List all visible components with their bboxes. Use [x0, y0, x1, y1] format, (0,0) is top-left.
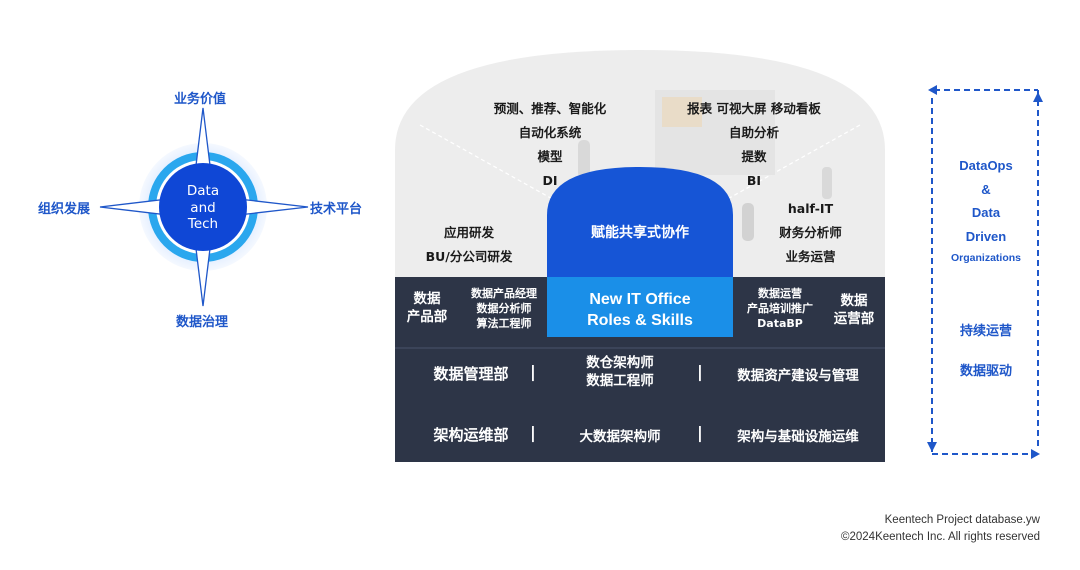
center-box-text: New IT Office Roles & Skills: [587, 291, 693, 329]
right-panel-drive: 数据驱动: [959, 364, 1012, 379]
compass-label-right: 技术平台: [310, 202, 363, 217]
dashed-cycle-frame: [927, 85, 1043, 459]
row1-right-dept: 数据 运营部: [833, 293, 875, 327]
row2-scope: 数据资产建设与管理: [737, 368, 859, 384]
bg-screen-inner: [662, 97, 702, 127]
dome-right-low: half-IT 财务分析师 业务运营: [779, 201, 842, 264]
row2-separator-left: |: [530, 362, 536, 381]
row2-separator-right: |: [697, 362, 703, 381]
footer-line-2: ©2024Keentech Inc. All rights reserved: [841, 531, 1040, 543]
bg-person-right: [742, 203, 754, 241]
compass-label-bottom: 数据治理: [176, 315, 229, 330]
bg-person-far: [822, 167, 832, 199]
compass-graphic: [99, 107, 309, 307]
dome-left-col: 预测、推荐、智能化 自动化系统 模型 DI: [493, 101, 607, 188]
footer-line-1: Keentech Project database.yw: [884, 514, 1040, 526]
compass-label-left: 组织发展: [38, 202, 91, 217]
row3-dept: 架构运维部: [433, 426, 509, 444]
compass-core: [159, 163, 247, 251]
center-box-bg: [547, 277, 733, 337]
right-panel-ops: 持续运营: [959, 324, 1012, 339]
row2-roles: 数仓架构师 数据工程师: [586, 355, 654, 389]
bg-person-left: [578, 140, 590, 178]
row1-left-roles: 数据产品经理 数据分析师 算法工程师: [471, 287, 537, 330]
row3-scope: 架构与基础设施运维: [737, 429, 859, 445]
arrow-top-right-icon: [1033, 92, 1043, 102]
row2-dept: 数据管理部: [433, 365, 509, 383]
dome-right-col: 报表 可视大屏 移动看板 自助分析 提数 BI: [687, 101, 821, 188]
row1-right-roles: 数据运营 产品培训推广 DataBP: [747, 287, 813, 330]
row2-divider: [395, 347, 885, 349]
dome-left-low: 应用研发 BU/分公司研发: [425, 225, 513, 264]
arrow-bottom-left-icon: [927, 442, 937, 452]
arrow-bottom-right-icon: [1031, 449, 1040, 459]
dome-structure: [395, 50, 885, 462]
right-panel-title: DataOps & Data Driven Organizations: [950, 158, 1021, 264]
compass-label-top: 业务价值: [174, 92, 227, 107]
compass-center-label: Data and Tech: [186, 183, 220, 232]
arrow-top-left-icon: [928, 85, 937, 95]
row3-roles: 大数据架构师: [579, 429, 661, 445]
row3-separator-left: |: [530, 423, 536, 442]
arch-label: 赋能共享式协作: [591, 225, 689, 241]
footer: Keentech Project database.yw ©2024Keente…: [740, 512, 1040, 546]
arch-shape: [547, 167, 733, 277]
row3-separator-right: |: [697, 423, 703, 442]
row1-left-dept: 数据 产品部: [406, 291, 448, 325]
